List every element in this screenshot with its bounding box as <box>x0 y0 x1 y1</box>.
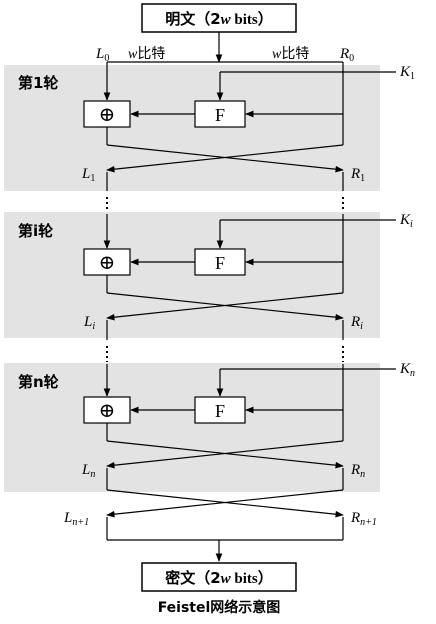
round-n-out-right: Rn <box>350 462 365 480</box>
round-n-xor-icon: ⊕ <box>99 400 116 422</box>
label-R0: R0 <box>339 46 354 64</box>
plaintext-box <box>141 3 297 33</box>
round-1-xor-icon: ⊕ <box>99 104 116 126</box>
label-L0: L0 <box>95 46 109 64</box>
round-i-title: 第i轮 <box>18 222 53 240</box>
final-right-label: Rn+1 <box>350 510 377 528</box>
round-n-f-label: F <box>215 401 225 421</box>
round-n: 第n轮 ⊕ F Kn Ln Rn <box>18 361 415 480</box>
round-1-panel <box>4 65 380 191</box>
round-i-out-left: Li <box>83 314 95 332</box>
round-n-title: 第n轮 <box>18 373 59 391</box>
round-i-xor-icon: ⊕ <box>99 252 116 274</box>
round-i-panel <box>4 212 380 338</box>
round-1: 第1轮 ⊕ F K1 L1 R1 <box>18 62 415 184</box>
round-1-out-right: R1 <box>350 166 365 184</box>
round-n-xor-box <box>83 396 131 424</box>
round-i-key-label: Ki <box>399 212 413 230</box>
round-n-out-left: Ln <box>81 462 95 480</box>
round-n-key-label: Kn <box>399 361 415 379</box>
ciphertext-box <box>141 562 297 592</box>
ciphertext-label: 密文（2w bits） <box>165 569 273 587</box>
round-i: 第i轮 ⊕ F Ki Li Ri <box>18 212 413 332</box>
label-left-bits: w比特 <box>128 46 165 62</box>
round-1-xor-box <box>83 100 131 128</box>
final-left-label: Ln+1 <box>63 510 89 528</box>
round-n-f-box <box>194 396 246 424</box>
round-i-xor-box <box>83 248 131 276</box>
round-i-f-label: F <box>215 253 225 273</box>
label-right-bits: w比特 <box>272 46 309 62</box>
round-n-panel <box>4 363 380 492</box>
round-i-out-right: Ri <box>350 314 363 332</box>
round-1-f-label: F <box>215 105 225 125</box>
diagram-caption: Feistel网络示意图 <box>158 599 281 616</box>
round-1-key-label: K1 <box>399 64 415 82</box>
round-1-out-left: L1 <box>81 166 95 184</box>
plaintext-label: 明文（2w bits） <box>165 10 273 28</box>
round-1-title: 第1轮 <box>18 74 58 92</box>
